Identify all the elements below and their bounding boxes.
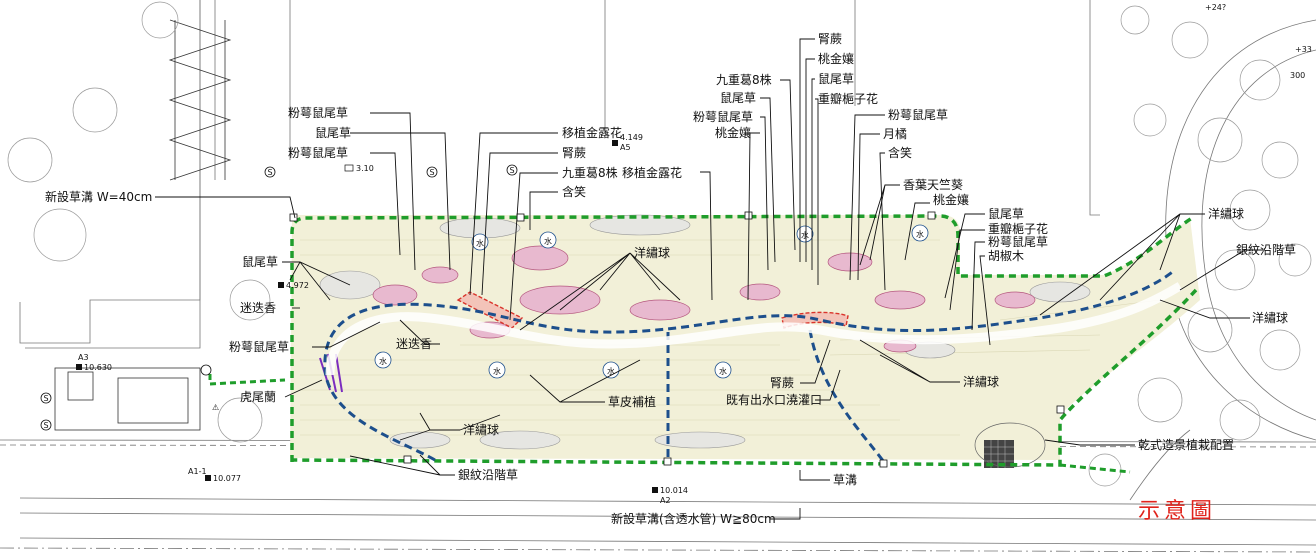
- label-hanxiao-2: 含笑: [888, 145, 912, 160]
- label-shenjue-low: 腎蕨: [770, 376, 794, 390]
- label-yangxiu-r2: 洋繡球: [1252, 310, 1288, 325]
- water-mark: 水: [916, 229, 924, 239]
- water-mark: 水: [476, 238, 484, 248]
- label-fenwei-2: 粉萼鼠尾草: [288, 146, 348, 160]
- label-outlet: 既有出水口澆灌口: [726, 393, 822, 407]
- label-yangxiu-r1: 洋繡球: [1208, 206, 1244, 221]
- label-fenwei-left: 粉萼鼠尾草: [229, 340, 289, 354]
- label-yangxiu-r3: 洋繡球: [963, 374, 999, 389]
- elev-top-3: 300: [1290, 71, 1305, 80]
- elevation-marks: 4.149 A5 3.10 4.972 A3 10.630 A1-1 10.07…: [76, 3, 1312, 505]
- label-taojinniang-top: 桃金孃: [715, 125, 751, 140]
- elev-top-1: +24?: [1205, 3, 1226, 12]
- schematic-mark: 示意圖: [1138, 499, 1216, 524]
- water-mark: 水: [607, 366, 615, 376]
- elev-972: 4.972: [286, 281, 309, 290]
- label-midiexiang-1: 迷迭香: [240, 301, 276, 315]
- label-hanxiao-1: 含笑: [562, 184, 586, 199]
- label-shuwei-1: 鼠尾草: [315, 126, 351, 140]
- label-yizhi-1: 移植金露花: [562, 125, 622, 140]
- label-yinwen-bottom: 銀紋沿階草: [458, 467, 518, 482]
- swale-stub: [208, 374, 286, 386]
- label-midiexiang-2: 迷迭香: [396, 337, 432, 351]
- water-mark: 水: [493, 366, 501, 376]
- label-huweilan: 虎尾蘭: [240, 390, 276, 404]
- label-shuwei-top: 鼠尾草: [720, 91, 756, 105]
- label-taojinniang-r: 桃金孃: [818, 51, 854, 66]
- elev-a2-label: A2: [660, 496, 671, 505]
- existing-trees: [7, 1, 1312, 487]
- label-caopi: 草皮補植: [608, 394, 656, 409]
- label-yinwen-r: 銀紋沿階草: [1236, 242, 1296, 257]
- svg-text:S: S: [43, 421, 48, 430]
- svg-text:S: S: [43, 394, 48, 403]
- label-fenwei-r2: 粉萼鼠尾草: [988, 235, 1048, 249]
- leader-lines: [155, 38, 1265, 520]
- drain-pipe-network: [323, 268, 1176, 463]
- svg-text:S: S: [509, 166, 514, 175]
- label-chongban-2: 重瓣梔子花: [988, 221, 1048, 236]
- elev-a1-label: A1-1: [188, 467, 207, 476]
- elev-a2-value: 10.014: [660, 486, 688, 495]
- label-shenjue-r: 腎蕨: [818, 32, 842, 46]
- elev-a5-value: 4.149: [620, 133, 643, 142]
- water-mark: 水: [544, 236, 552, 246]
- label-yueju: 月橘: [883, 126, 907, 141]
- svg-text:S: S: [267, 168, 272, 177]
- water-mark: 水: [801, 230, 809, 240]
- label-jiuchong-top: 九重葛8株: [716, 72, 772, 87]
- elev-top-2: +33: [1295, 45, 1312, 54]
- label-chongban-r: 重瓣梔子花: [818, 91, 878, 106]
- label-fenwei-r: 粉萼鼠尾草: [888, 108, 948, 122]
- label-new-ditch-2: 新設草溝(含透水管) W≧80cm: [611, 511, 776, 526]
- warning-mark: ⚠: [212, 403, 219, 412]
- label-shuwei-left: 鼠尾草: [242, 255, 278, 269]
- svg-text:S: S: [429, 168, 434, 177]
- survey-markers: S S S S S: [40, 164, 518, 431]
- label-fenwei-top: 粉萼鼠尾草: [693, 110, 753, 124]
- elev-a5-label: A5: [620, 143, 631, 152]
- label-new-ditch: 新設草溝 W=40cm: [45, 189, 152, 204]
- water-marks: 水 水 水 水 水 水 水 水: [374, 224, 929, 379]
- label-caogou: 草溝: [833, 473, 857, 487]
- elev-mid: 3.10: [356, 164, 374, 173]
- label-jiuchong-left: 九重葛8株: [562, 165, 618, 180]
- inlet-boxes: [289, 211, 1065, 468]
- label-yangxiu-bottom: 洋繡球: [463, 422, 499, 437]
- label-dry-landscape: 乾式造景植栽配置: [1138, 437, 1234, 452]
- label-xiangye: 香葉天竺葵: [903, 177, 963, 192]
- water-mark: 水: [719, 366, 727, 376]
- label-fenwei-1: 粉萼鼠尾草: [288, 106, 348, 120]
- label-yizhi-2: 移植金露花: [622, 165, 682, 180]
- label-shuwei-r: 鼠尾草: [818, 72, 854, 86]
- label-hujiaomu: 胡椒木: [988, 249, 1024, 263]
- elev-a3-value: 10.630: [84, 363, 112, 372]
- elev-a1-value: 10.077: [213, 474, 241, 483]
- label-shuwei-r2: 鼠尾草: [988, 207, 1024, 221]
- walkway: [325, 282, 1183, 376]
- label-shenjue-top: 腎蕨: [562, 146, 586, 160]
- plant-labels: 粉萼鼠尾草 鼠尾草 粉萼鼠尾草 新設草溝 W=40cm 鼠尾草 迷迭香 粉萼鼠尾…: [45, 32, 1296, 526]
- water-mark: 水: [379, 356, 387, 366]
- swale-extension: [1059, 463, 1131, 474]
- label-yangxiu-mid: 洋繡球: [634, 245, 670, 260]
- label-taojinniang-2: 桃金孃: [933, 192, 969, 207]
- elev-a3-label: A3: [78, 353, 89, 362]
